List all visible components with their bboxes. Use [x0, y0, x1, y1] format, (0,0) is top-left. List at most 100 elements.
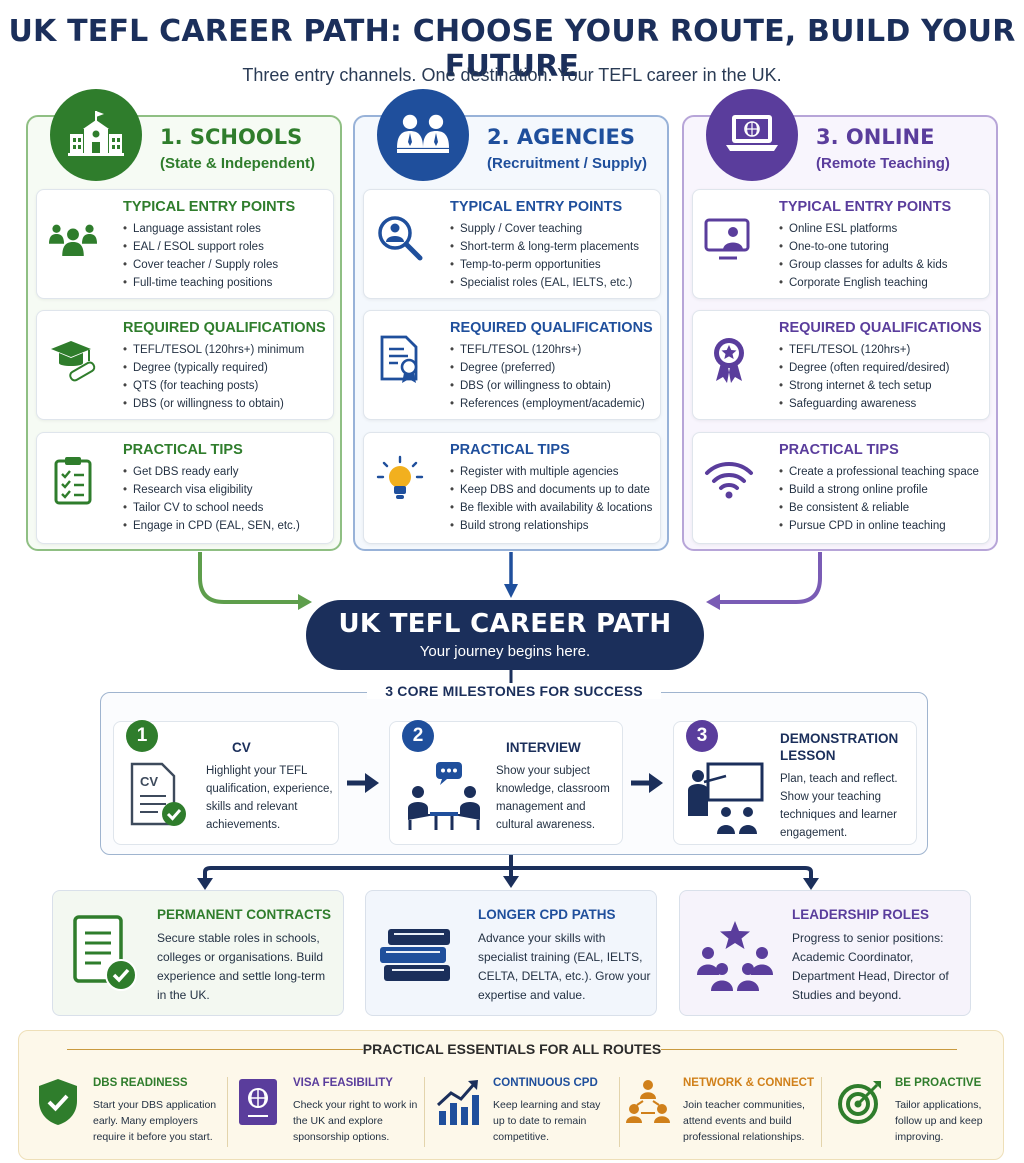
entry-points-card: TYPICAL ENTRY POINTS Supply / Cover teac… [363, 189, 661, 299]
list-item: DBS (or willingness to obtain) [450, 377, 654, 395]
outcome-arrowhead-center [503, 876, 519, 888]
essential-title: VISA FEASIBILITY [293, 1077, 393, 1089]
outcome-title: LONGER CPD PATHS [478, 907, 616, 922]
list-item: Be flexible with availability & location… [450, 499, 654, 517]
school-building-icon [50, 89, 142, 181]
page-subtitle: Three entry channels. One destination. Y… [242, 65, 782, 85]
outcome-title: LEADERSHIP ROLES [792, 907, 930, 922]
route-agencies: 2. AGENCIES (Recruitment / Supply) TYPIC… [353, 89, 669, 551]
route-title: 1. SCHOOLS [160, 125, 303, 149]
list-item: Cover teacher / Supply roles [123, 256, 327, 274]
list-item: Keep DBS and documents up to date [450, 481, 654, 499]
list-item: Research visa eligibility [123, 481, 327, 499]
milestone-text: Show your subject knowledge, classroom m… [496, 765, 610, 831]
outcome-text: Progress to senior positions: Academic C… [792, 931, 949, 1002]
leader-star-team-icon [697, 921, 773, 991]
divider [821, 1077, 822, 1147]
outcome-leadership-roles: LEADERSHIP ROLES Progress to senior posi… [679, 890, 971, 1016]
list-item: Supply / Cover teaching [450, 220, 654, 238]
shield-check-icon [39, 1079, 77, 1125]
milestone-number: 1 [126, 720, 158, 752]
list-item: EAL / ESOL support roles [123, 238, 327, 256]
essential-text: Keep learning and stay up to date to rem… [493, 1099, 601, 1143]
list-item: Engage in CPD (EAL, SEN, etc.) [123, 517, 327, 535]
essential-text: Join teacher communities, attend events … [683, 1099, 805, 1143]
practical-tips-card: PRACTICAL TIPS Create a professional tea… [692, 432, 990, 544]
entry-points-card: TYPICAL ENTRY POINTS Online ESL platform… [692, 189, 990, 299]
milestone-interview: 2 INTERVIEW Show your subject knowledge,… [389, 720, 623, 845]
award-ribbon-icon [714, 338, 744, 383]
milestone-title: INTERVIEW [506, 740, 581, 755]
lightbulb-icon [376, 455, 424, 499]
milestone-text: Plan, teach and reflect. Show your teach… [780, 773, 898, 839]
list-item: Safeguarding awareness [779, 395, 983, 413]
essential-title: NETWORK & CONNECT [683, 1077, 814, 1089]
practical-tips-card: PRACTICAL TIPS Register with multiple ag… [363, 432, 661, 544]
list-item: Online ESL platforms [779, 220, 983, 238]
list-item: TEFL/TESOL (120hrs+) minimum [123, 341, 327, 359]
list-item: Temp-to-perm opportunities [450, 256, 654, 274]
card-heading: TYPICAL ENTRY POINTS [123, 199, 296, 215]
heading-rule-left [67, 1049, 363, 1050]
agency-people-icon [377, 89, 469, 181]
list-item: TEFL/TESOL (120hrs+) [450, 341, 654, 359]
milestone-number: 2 [402, 720, 434, 752]
outcome-longer-cpd-paths: LONGER CPD PATHS Advance your skills wit… [365, 890, 657, 1016]
graduation-cap-icon [51, 341, 96, 382]
card-heading: PRACTICAL TIPS [123, 442, 243, 458]
list-item: Tailor CV to school needs [123, 499, 327, 517]
online-to-hub-arrow [714, 552, 822, 604]
list-item: One-to-one tutoring [779, 238, 983, 256]
card-heading: PRACTICAL TIPS [779, 442, 899, 458]
card-heading: REQUIRED QUALIFICATIONS [123, 320, 326, 336]
list-item: Build a strong online profile [779, 481, 983, 499]
route-title: 2. AGENCIES [487, 125, 636, 149]
growth-chart-icon [436, 1080, 479, 1125]
monitor-person-icon [704, 218, 750, 260]
list-item: References (employment/academic) [450, 395, 654, 413]
list-item: Degree (preferred) [450, 359, 654, 377]
list-item: Pursue CPD in online teaching [779, 517, 983, 535]
books-icon [380, 929, 450, 981]
route-schools: 1. SCHOOLS (State & Independent) TYPICAL… [26, 89, 342, 551]
outcomes-branch [203, 866, 813, 886]
target-icon [838, 1081, 881, 1124]
arrow-right-icon [631, 773, 663, 793]
agencies-arrowhead [504, 584, 518, 598]
schools-arrowhead [298, 594, 312, 610]
qualifications-card: REQUIRED QUALIFICATIONS TEFL/TESOL (120h… [36, 310, 334, 420]
online-arrowhead [706, 594, 720, 610]
route-online: 3. ONLINE (Remote Teaching) TYPICAL ENTR… [682, 89, 998, 551]
outcome-title: PERMANENT CONTRACTS [157, 907, 331, 922]
list-item: Language assistant roles [123, 220, 327, 238]
milestone-demonstration-lesson: 3 DEMONSTRATION LESSON Plan, teach and r… [673, 720, 917, 845]
essential-title: DBS READINESS [93, 1077, 188, 1089]
card-heading: REQUIRED QUALIFICATIONS [779, 320, 982, 336]
list-item: Degree (often required/desired) [779, 359, 983, 377]
list-item: Build strong relationships [450, 517, 654, 535]
career-path-hub: UK TEFL CAREER PATH Your journey begins … [306, 600, 704, 670]
card-heading: TYPICAL ENTRY POINTS [450, 199, 623, 215]
list-item: Register with multiple agencies [450, 463, 654, 481]
list-item: Get DBS ready early [123, 463, 327, 481]
list-item: Create a professional teaching space [779, 463, 983, 481]
route-subtitle: (Remote Teaching) [816, 155, 950, 172]
milestones-panel: 3 CORE MILESTONES FOR SUCCESS 1 CV CV Hi… [100, 683, 928, 855]
divider [619, 1077, 620, 1147]
essential-be-proactive: BE PROACTIVE Tailor applications, follow… [837, 1073, 997, 1153]
card-heading: PRACTICAL TIPS [450, 442, 570, 458]
contract-check-icon [73, 915, 137, 991]
essential-title: BE PROACTIVE [895, 1077, 982, 1089]
milestones-heading: 3 CORE MILESTONES FOR SUCCESS [367, 683, 661, 699]
magnifier-person-icon [378, 216, 423, 261]
qualifications-card: REQUIRED QUALIFICATIONS TEFL/TESOL (120h… [692, 310, 990, 420]
teacher-board-icon [688, 762, 764, 834]
list-item: Short-term & long-term placements [450, 238, 654, 256]
list-item: Corporate English teaching [779, 274, 983, 292]
practical-tips-card: PRACTICAL TIPS Get DBS ready early Resea… [36, 432, 334, 544]
essential-visa-feasibility: VISA FEASIBILITY Check your right to wor… [235, 1073, 417, 1153]
cv-icon-label: CV [140, 774, 158, 789]
list-item: QTS (for teaching posts) [123, 377, 327, 395]
list-item: Degree (typically required) [123, 359, 327, 377]
list-item: Full-time teaching positions [123, 274, 327, 292]
